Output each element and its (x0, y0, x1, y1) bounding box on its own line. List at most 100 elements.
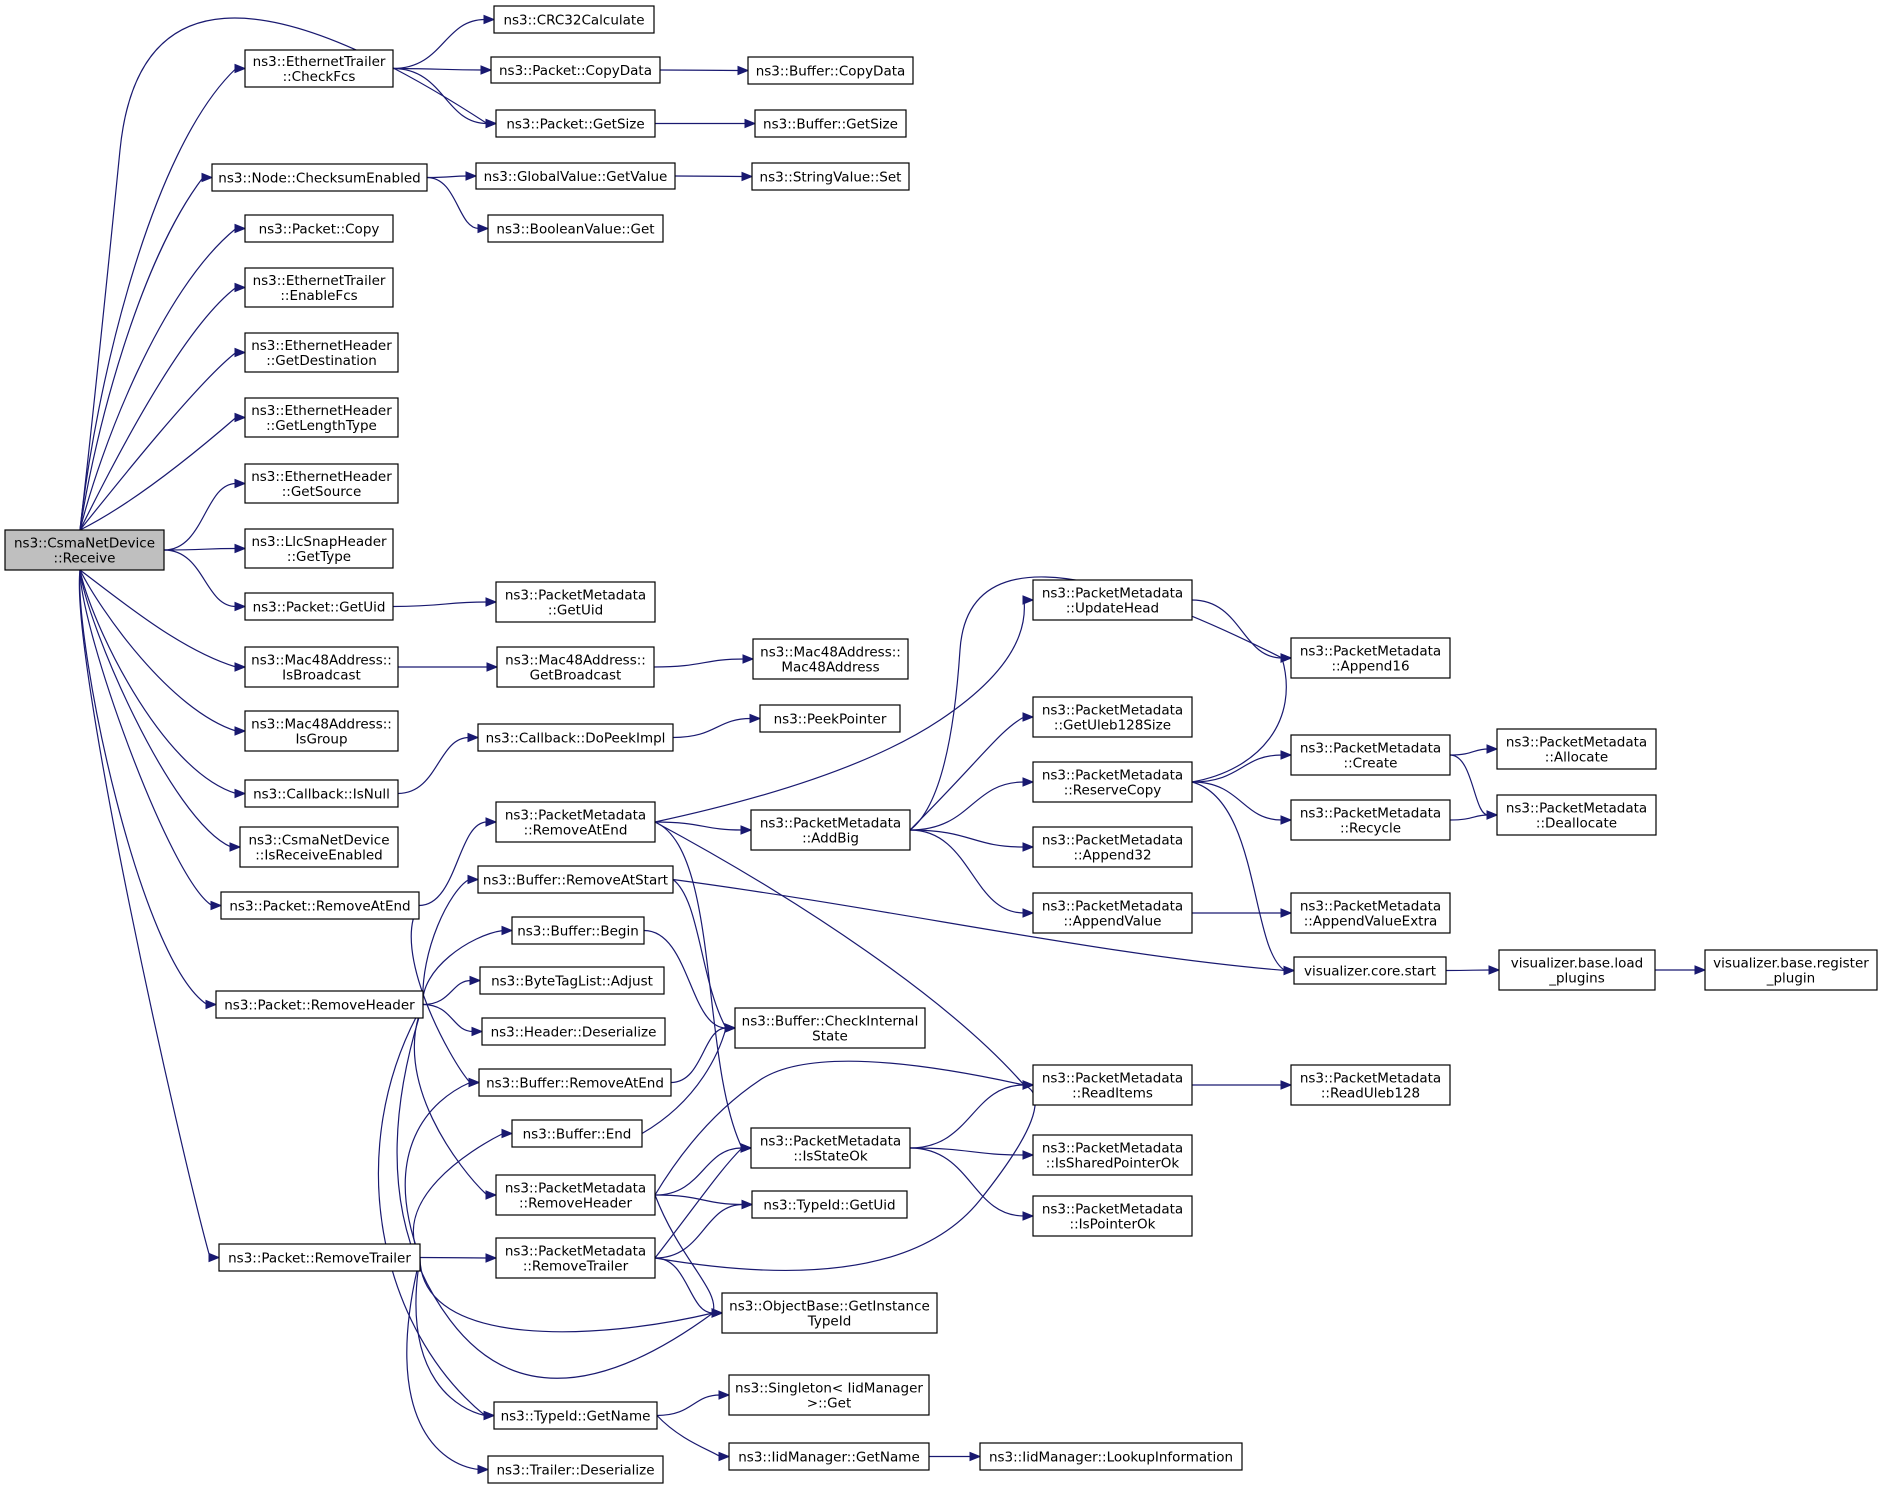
arrowhead-icon (718, 1390, 731, 1400)
arrowhead-icon (1022, 908, 1035, 918)
function-node-label: ns3::PacketMetadata (1300, 741, 1441, 757)
function-node[interactable]: ns3::PacketMetadata::UpdateHead (1032, 579, 1193, 621)
function-node-label: ns3::Mac48Address:: (251, 717, 392, 733)
function-node-box (511, 916, 645, 945)
function-node[interactable]: ns3::Buffer::RemoveAtEnd (478, 1068, 672, 1097)
function-node-box (244, 710, 399, 752)
function-node[interactable]: ns3::Mac48Address::Mac48Address (752, 638, 909, 680)
call-edge (670, 1023, 737, 1084)
call-edge (79, 569, 247, 672)
function-node[interactable]: ns3::PacketMetadata::Append32 (1032, 826, 1193, 868)
function-node[interactable]: ns3::Packet::GetSize (495, 109, 656, 138)
function-node[interactable]: ns3::PacketMetadata::RemoveTrailer (495, 1237, 656, 1279)
function-node[interactable]: ns3::IidManager::LookupInformation (979, 1442, 1243, 1471)
function-node[interactable]: ns3::EthernetHeader::GetLengthType (244, 397, 399, 438)
function-node[interactable]: ns3::Mac48Address::IsBroadcast (244, 646, 399, 688)
function-node[interactable]: ns3::Buffer::RemoveAtStart (477, 865, 674, 894)
function-node[interactable]: ns3::PacketMetadata::AddBig (750, 809, 911, 851)
root-function-node[interactable]: ns3::CsmaNetDevice::Receive (4, 529, 165, 571)
function-node[interactable]: ns3::Callback::DoPeekImpl (477, 723, 674, 752)
function-node[interactable]: ns3::PacketMetadata::ReserveCopy (1032, 761, 1193, 803)
function-node[interactable]: ns3::Mac48Address::GetBroadcast (496, 646, 655, 688)
arrowhead-icon (1022, 1211, 1035, 1221)
function-node[interactable]: ns3::IidManager::GetName (728, 1442, 930, 1471)
function-node[interactable]: ns3::LlcSnapHeader::GetType (244, 528, 394, 569)
call-edge-line (1445, 969, 1491, 972)
call-edge (1191, 781, 1293, 825)
function-node[interactable]: ns3::EthernetHeader::GetDestination (244, 332, 399, 373)
function-node[interactable]: ns3::PacketMetadata::GetUleb128Size (1032, 696, 1193, 738)
function-node[interactable]: ns3::ByteTagList::Adjust (479, 966, 665, 995)
arrowhead-icon (741, 1199, 754, 1210)
function-node[interactable]: ns3::EthernetHeader::GetSource (244, 463, 399, 504)
call-edge (653, 654, 755, 668)
function-node[interactable]: ns3::GlobalValue::GetValue (475, 162, 676, 190)
function-node-label: ns3::PacketMetadata (1506, 735, 1647, 751)
function-node[interactable]: ns3::CRC32Calculate (493, 5, 655, 34)
call-edge (654, 1143, 753, 1259)
function-node[interactable]: ns3::TypeId::GetUid (751, 1190, 908, 1219)
call-edge (163, 543, 247, 554)
function-node[interactable]: ns3::PacketMetadata::RemoveHeader (495, 1174, 656, 1216)
function-node[interactable]: ns3::BooleanValue::Get (487, 214, 664, 243)
function-node[interactable]: ns3::Packet::RemoveTrailer (218, 1243, 421, 1272)
call-edge-line (654, 821, 1025, 1086)
call-edge (1191, 750, 1293, 783)
function-node[interactable]: ns3::StringValue::Set (751, 162, 910, 191)
call-edge (1191, 653, 1293, 783)
function-node[interactable]: ns3::Trailer::Deserialize (487, 1455, 664, 1484)
function-node-label: ns3::Header::Deserialize (491, 1025, 657, 1041)
function-node[interactable]: ns3::PacketMetadata::IsStateOk (750, 1127, 911, 1169)
function-node[interactable]: ns3::Buffer::End (511, 1119, 643, 1148)
function-node-box (495, 1237, 656, 1279)
function-node-box (244, 779, 399, 808)
function-node[interactable]: ns3::PacketMetadata::ReadUleb128 (1290, 1064, 1451, 1106)
function-node[interactable]: ns3::Callback::IsNull (244, 779, 399, 808)
function-node[interactable]: ns3::Packet::Copy (244, 214, 394, 243)
function-node[interactable]: ns3::PacketMetadata::Append16 (1290, 637, 1451, 679)
function-node[interactable]: ns3::Node::ChecksumEnabled (211, 163, 428, 192)
arrowhead-icon (1022, 712, 1035, 722)
function-node[interactable]: ns3::TypeId::GetName (493, 1401, 658, 1430)
function-node[interactable]: ns3::Buffer::Begin (511, 916, 645, 945)
function-node[interactable]: ns3::Header::Deserialize (481, 1017, 666, 1046)
function-node-label: ns3::PacketMetadata (1042, 1202, 1183, 1218)
function-node[interactable]: ns3::CsmaNetDevice::IsReceiveEnabled (239, 826, 399, 868)
function-node[interactable]: ns3::PacketMetadata::IsSharedPointerOk (1032, 1134, 1193, 1176)
function-node-label: ::Append16 (1331, 659, 1409, 675)
function-node-label: ::GetSource (282, 484, 362, 500)
function-node[interactable]: ns3::Packet::CopyData (490, 56, 661, 84)
function-node[interactable]: ns3::PeekPointer (759, 704, 901, 733)
function-node[interactable]: ns3::PacketMetadata::RemoveAtEnd (495, 801, 656, 843)
function-node[interactable]: ns3::Buffer::CopyData (747, 56, 914, 85)
function-node[interactable]: ns3::PacketMetadata::AppendValueExtra (1290, 892, 1451, 934)
function-node[interactable]: ns3::Singleton< IidManager >::Get (728, 1374, 930, 1416)
call-edge-line (654, 821, 743, 1149)
function-nodes: ns3::CsmaNetDevice::Receive ns3::Ethernet… (4, 5, 1878, 1484)
function-node[interactable]: ns3::PacketMetadata::ReadItems (1032, 1064, 1193, 1106)
function-node-box (1290, 734, 1451, 776)
function-node[interactable]: ns3::PacketMetadata::IsPointerOk (1032, 1195, 1193, 1237)
function-node[interactable]: ns3::PacketMetadata::GetUid (495, 581, 656, 623)
function-node[interactable]: ns3::PacketMetadata::Allocate (1496, 728, 1657, 770)
function-node[interactable]: ns3::EthernetTrailer::EnableFcs (244, 267, 394, 308)
function-node[interactable]: ns3::Mac48Address::IsGroup (244, 710, 399, 752)
arrowhead-icon (485, 1253, 498, 1263)
function-node[interactable]: ns3::PacketMetadata::Create (1290, 734, 1451, 776)
function-node[interactable]: ns3::Packet::GetUid (244, 592, 394, 621)
function-node[interactable]: ns3::EthernetTrailer::CheckFcs (244, 49, 394, 88)
function-node[interactable]: ns3::PacketMetadata::Deallocate (1496, 794, 1657, 836)
function-node[interactable]: ns3::Packet::RemoveHeader (215, 990, 424, 1019)
function-node[interactable]: ns3::PacketMetadata::Recycle (1290, 799, 1451, 841)
function-node[interactable]: ns3::Buffer::GetSize (754, 109, 907, 138)
function-node[interactable]: ns3::PacketMetadata::AppendValue (1032, 892, 1193, 934)
call-edge-line (909, 1147, 1025, 1156)
function-node[interactable]: ns3::Packet::RemoveAtEnd (220, 891, 420, 920)
function-node[interactable]: visualizer.base.load_plugins (1498, 949, 1656, 991)
function-node-box (754, 109, 907, 138)
function-node[interactable]: visualizer.core.start (1293, 956, 1447, 985)
call-edge-line (654, 1147, 743, 1259)
function-node[interactable]: visualizer.base.register_plugin (1704, 949, 1878, 991)
